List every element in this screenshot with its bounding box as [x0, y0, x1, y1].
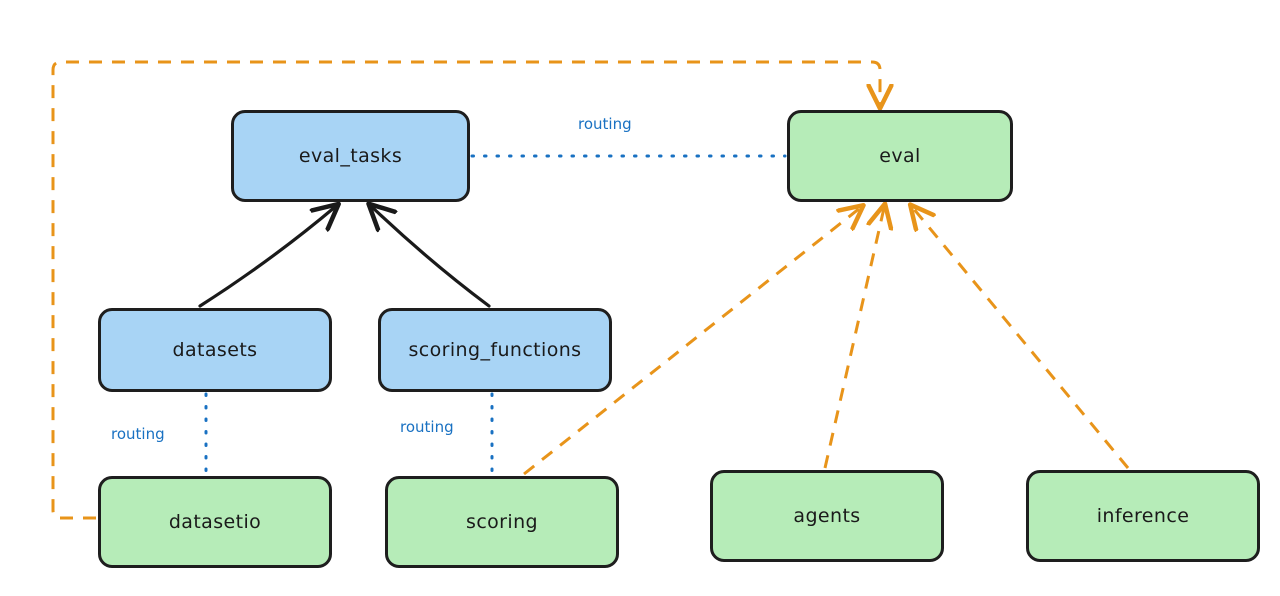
edge-datasets-to-eval-tasks	[198, 207, 335, 308]
node-datasetio[interactable]: datasetio	[98, 476, 332, 568]
edge-label-routing-datasets-datasetio: routing	[111, 425, 165, 443]
node-datasets[interactable]: datasets	[98, 308, 332, 392]
node-inference[interactable]: inference	[1026, 470, 1260, 562]
edge-inference-to-eval	[913, 208, 1130, 469]
node-scoring[interactable]: scoring	[385, 476, 619, 568]
edge-label-routing-scoring-functions-scoring: routing	[400, 418, 454, 436]
edge-scoring-functions-to-eval-tasks	[372, 207, 491, 308]
edge-label-routing-eval-tasks-eval: routing	[578, 115, 632, 133]
edge-agents-to-eval	[823, 208, 884, 469]
node-inference-label: inference	[1096, 505, 1190, 527]
edge-scoring-to-eval	[523, 208, 860, 476]
node-eval-tasks[interactable]: eval_tasks	[231, 110, 470, 202]
node-datasetio-label: datasetio	[168, 511, 262, 533]
node-eval-label: eval	[879, 145, 921, 167]
node-scoring-functions[interactable]: scoring_functions	[378, 308, 612, 392]
node-datasets-label: datasets	[172, 339, 258, 361]
node-eval[interactable]: eval	[787, 110, 1013, 202]
node-agents[interactable]: agents	[710, 470, 944, 562]
node-agents-label: agents	[793, 505, 861, 527]
edge-datasetio-to-eval	[51, 60, 880, 520]
node-eval-tasks-label: eval_tasks	[298, 145, 403, 167]
node-scoring-functions-label: scoring_functions	[408, 339, 582, 361]
node-scoring-label: scoring	[466, 511, 538, 533]
